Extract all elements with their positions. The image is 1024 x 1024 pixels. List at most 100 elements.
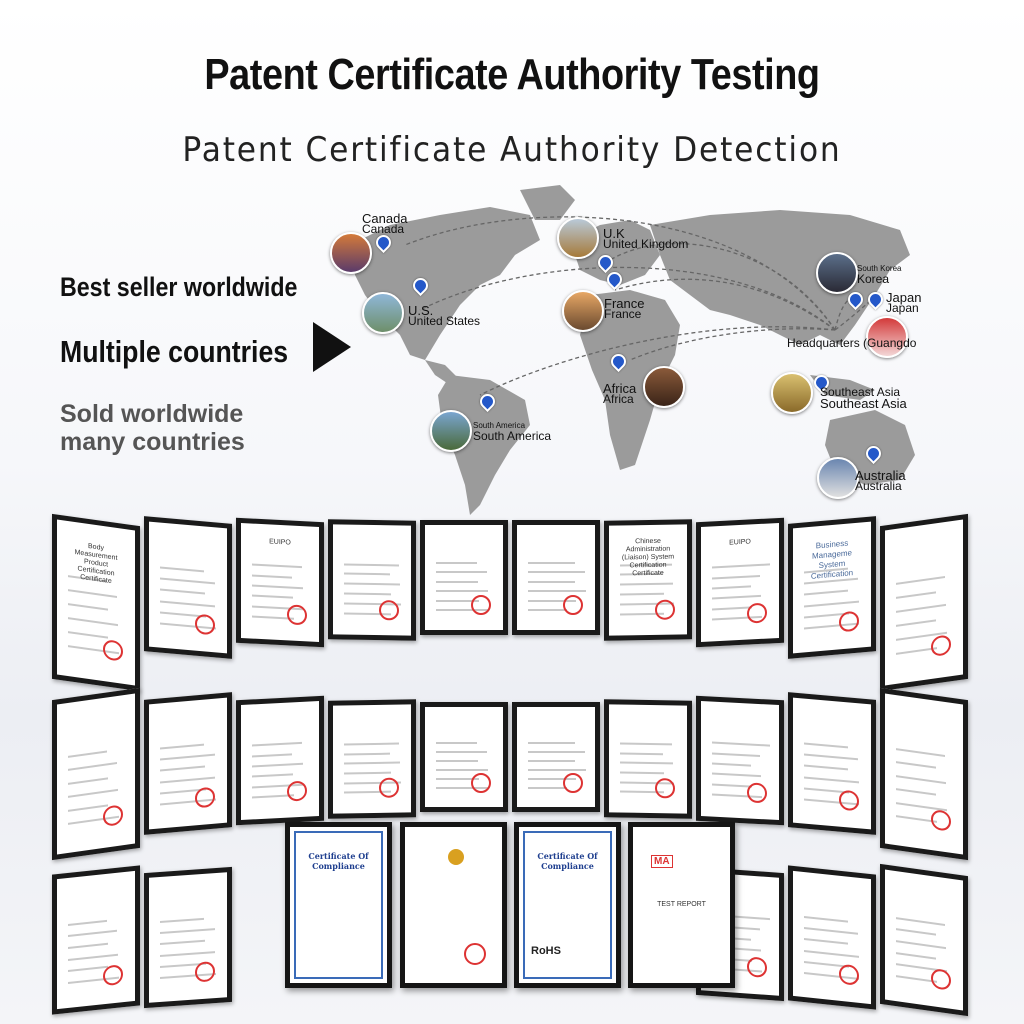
red-seal-icon bbox=[286, 780, 307, 802]
us-label: U.S.United States bbox=[408, 303, 481, 328]
red-seal-icon bbox=[470, 773, 491, 793]
page-subtitle: Patent Certificate Authority Detection bbox=[182, 130, 842, 170]
certificate-thumbnail bbox=[880, 687, 968, 861]
certificate-thumbnail: Body Measurement Product Certification C… bbox=[52, 513, 140, 692]
red-seal-icon bbox=[378, 777, 399, 798]
route-canada bbox=[404, 216, 836, 331]
certificate-heading: Chinese Administration (Liaison) System … bbox=[621, 537, 675, 578]
red-seal-icon bbox=[654, 599, 675, 620]
asia-shape bbox=[650, 210, 910, 345]
certificate-heading: Body Measurement Product Certification C… bbox=[74, 542, 118, 585]
southeast-asia-photo bbox=[771, 372, 813, 414]
route-japan bbox=[834, 296, 876, 331]
certificate-thumbnail bbox=[52, 687, 140, 861]
red-seal-icon bbox=[746, 956, 767, 979]
red-seal-icon bbox=[464, 943, 486, 965]
red-seal-icon bbox=[194, 613, 215, 635]
play-arrow-icon bbox=[313, 322, 351, 372]
ma-mark: MA bbox=[651, 855, 673, 868]
certificate-thumbnail bbox=[604, 699, 692, 819]
greenland-shape bbox=[520, 185, 575, 220]
certificate-title: Certificate Of Compliance bbox=[308, 851, 369, 871]
south-america-shape bbox=[438, 375, 530, 515]
test-report-title: TEST REPORT bbox=[657, 901, 706, 908]
red-seal-icon bbox=[286, 604, 307, 626]
red-seal-icon bbox=[838, 789, 859, 811]
red-seal-icon bbox=[746, 602, 767, 624]
trademark-certificate bbox=[400, 822, 507, 988]
certificate-thumbnail bbox=[144, 516, 232, 659]
route-france bbox=[614, 278, 836, 331]
red-seal-icon bbox=[838, 963, 859, 986]
certificate-thumbnail bbox=[512, 702, 600, 812]
certificate-title: Certificate Of Compliance bbox=[537, 851, 598, 871]
route-south-america bbox=[479, 326, 836, 396]
tagline-multiple-countries: Multiple countries bbox=[60, 334, 289, 369]
red-seal-icon bbox=[102, 639, 123, 663]
page-title: Patent Certificate Authority Testing bbox=[204, 50, 820, 99]
certificate-thumbnail: EUIPO bbox=[236, 517, 324, 648]
africa-photo bbox=[643, 366, 685, 408]
certificate-of-compliance-1: Certificate Of Compliance bbox=[285, 822, 392, 988]
south-america-photo bbox=[430, 410, 472, 452]
red-seal-icon bbox=[102, 964, 123, 987]
certificate-thumbnail: Chinese Administration (Liaison) System … bbox=[604, 519, 692, 641]
red-seal-icon bbox=[562, 595, 583, 616]
certificate-of-compliance-2: Certificate Of Compliance RoHS bbox=[514, 822, 621, 988]
certificate-thumbnail bbox=[880, 863, 968, 1017]
korea-photo bbox=[816, 252, 858, 294]
red-seal-icon bbox=[654, 778, 675, 799]
us-photo bbox=[362, 292, 404, 334]
tagline-sold-line1: Sold worldwide bbox=[60, 400, 244, 428]
red-seal-icon bbox=[930, 808, 951, 832]
rohs-mark: RoHS bbox=[531, 945, 561, 957]
headquarters-label: Headquarters (Guangdo bbox=[787, 336, 917, 350]
red-seal-icon bbox=[102, 804, 123, 828]
certificate-thumbnail bbox=[788, 865, 876, 1010]
certificate-thumbnail bbox=[880, 513, 968, 692]
red-seal-icon bbox=[194, 960, 215, 983]
route-uk bbox=[609, 242, 836, 331]
france-photo bbox=[562, 290, 604, 332]
red-seal-icon bbox=[746, 782, 767, 804]
certificate-thumbnail bbox=[512, 520, 600, 635]
certificate-wall: Body Measurement Product Certification C… bbox=[0, 513, 1024, 1024]
certificate-thumbnail bbox=[328, 699, 416, 819]
australia-photo bbox=[817, 457, 859, 499]
route-us bbox=[419, 266, 836, 331]
route-africa bbox=[629, 328, 836, 361]
red-seal-icon bbox=[562, 773, 583, 793]
certificate-thumbnail bbox=[696, 695, 784, 826]
uk-photo bbox=[557, 217, 599, 259]
certificate-thumbnail bbox=[52, 865, 140, 1015]
red-seal-icon bbox=[930, 634, 951, 658]
certificate-thumbnail bbox=[144, 866, 232, 1009]
canada-photo bbox=[330, 232, 372, 274]
certificate-thumbnail bbox=[420, 702, 508, 812]
tagline-best-seller: Best seller worldwide bbox=[60, 272, 298, 302]
japan-photo bbox=[866, 316, 908, 358]
certificate-thumbnail bbox=[328, 519, 416, 641]
tagline-sold-line2: many countries bbox=[60, 428, 245, 456]
emblem-icon bbox=[448, 849, 464, 865]
test-report: MA TEST REPORT bbox=[628, 822, 735, 988]
certificate-thumbnail bbox=[420, 520, 508, 635]
red-seal-icon bbox=[378, 599, 399, 621]
certificate-thumbnail bbox=[144, 692, 232, 835]
certificate-thumbnail bbox=[236, 695, 324, 826]
tagline-sold-worldwide: Sold worldwide many countries bbox=[60, 400, 245, 456]
certificate-heading: EUIPO bbox=[729, 538, 751, 547]
certificate-heading: EUIPO bbox=[269, 538, 291, 547]
red-seal-icon bbox=[930, 967, 951, 991]
